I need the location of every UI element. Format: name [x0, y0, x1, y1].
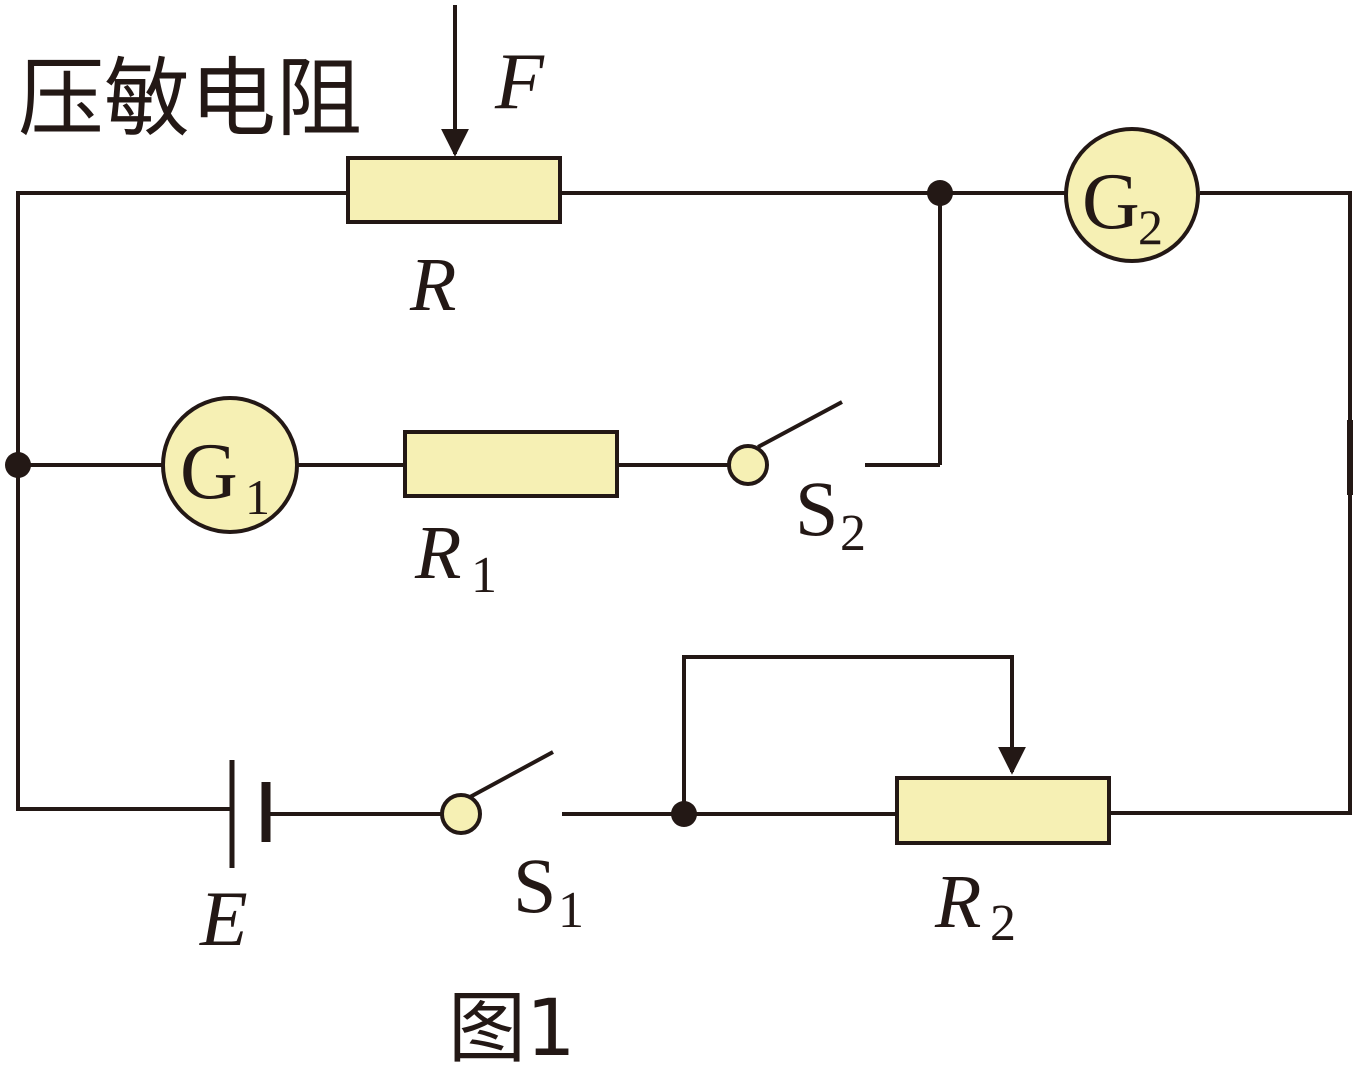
battery-E-label: E: [199, 875, 248, 962]
switch-S2-blade: [757, 400, 843, 449]
rheostat-R2-sub: 2: [990, 895, 1016, 952]
rheostat-slider-wire: [682, 655, 1026, 814]
galvanometer-G1-label: G: [180, 428, 238, 516]
resistor-R1-sub: 1: [471, 547, 497, 604]
force-label: F: [494, 38, 545, 126]
resistor-R1: [403, 430, 619, 498]
pressure-resistor-label: 压敏电阻: [18, 49, 362, 149]
switch-S2-pivot: [727, 444, 769, 486]
rheostat-R2: [895, 776, 1111, 845]
galvanometer-G2-label: G: [1082, 158, 1140, 246]
resistor-R-label: R: [409, 243, 456, 327]
rheostat-R2-label: R: [934, 860, 981, 944]
switch-S1-pivot: [440, 793, 482, 835]
switch-S2-label: S: [795, 465, 838, 552]
figure-caption: 图1: [448, 984, 576, 1074]
switch-S1-blade: [469, 750, 554, 799]
galvanometer-G2: [1064, 127, 1200, 263]
switch-S1-sub: 1: [558, 882, 584, 939]
switch-S2-sub: 2: [840, 505, 866, 562]
pressure-resistor-R: [346, 156, 562, 224]
switch-S1-label: S: [513, 842, 556, 929]
galvanometer-G2-sub: 2: [1138, 199, 1163, 255]
resistor-R1-label: R: [414, 511, 461, 595]
galvanometer-G1-sub: 1: [245, 469, 270, 525]
